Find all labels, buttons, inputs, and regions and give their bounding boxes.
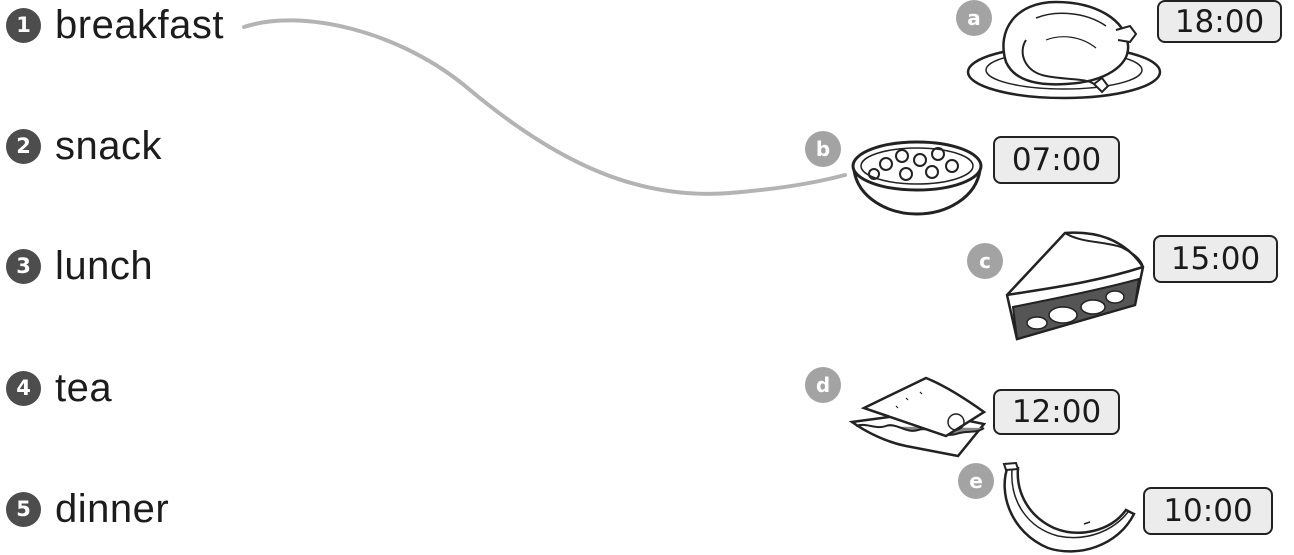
- meal-item-breakfast: 1 breakfast: [6, 2, 224, 48]
- meal-label: dinner: [55, 487, 169, 532]
- roast-chicken-icon: [966, 0, 1166, 104]
- option-letter-badge: b: [805, 131, 841, 167]
- meal-item-tea: 4 tea: [6, 365, 112, 411]
- meal-number-badge: 3: [6, 249, 41, 284]
- meal-number-badge: 5: [6, 492, 41, 527]
- banana-icon: [998, 462, 1138, 554]
- meal-label: snack: [55, 124, 162, 169]
- meal-item-dinner: 5 dinner: [6, 486, 169, 532]
- meal-number-badge: 4: [6, 371, 41, 406]
- cereal-bowl-icon: [848, 136, 986, 216]
- sandwich-icon: [846, 372, 992, 460]
- time-box: 18:00: [1157, 0, 1282, 43]
- option-letter-badge: e: [958, 463, 994, 499]
- meal-label: lunch: [55, 244, 153, 289]
- option-letter-badge: c: [967, 243, 1003, 279]
- time-box: 07:00: [993, 136, 1120, 184]
- meal-number-badge: 1: [6, 8, 41, 43]
- time-box: 15:00: [1153, 235, 1278, 283]
- time-box: 12:00: [993, 389, 1120, 435]
- meal-label: breakfast: [55, 3, 224, 48]
- meal-item-lunch: 3 lunch: [6, 243, 153, 289]
- option-letter-badge: d: [805, 367, 841, 403]
- time-box: 10:00: [1143, 487, 1273, 535]
- meal-number-badge: 2: [6, 129, 41, 164]
- pie-slice-icon: [1003, 227, 1151, 345]
- meal-item-snack: 2 snack: [6, 123, 162, 169]
- meal-label: tea: [55, 366, 112, 411]
